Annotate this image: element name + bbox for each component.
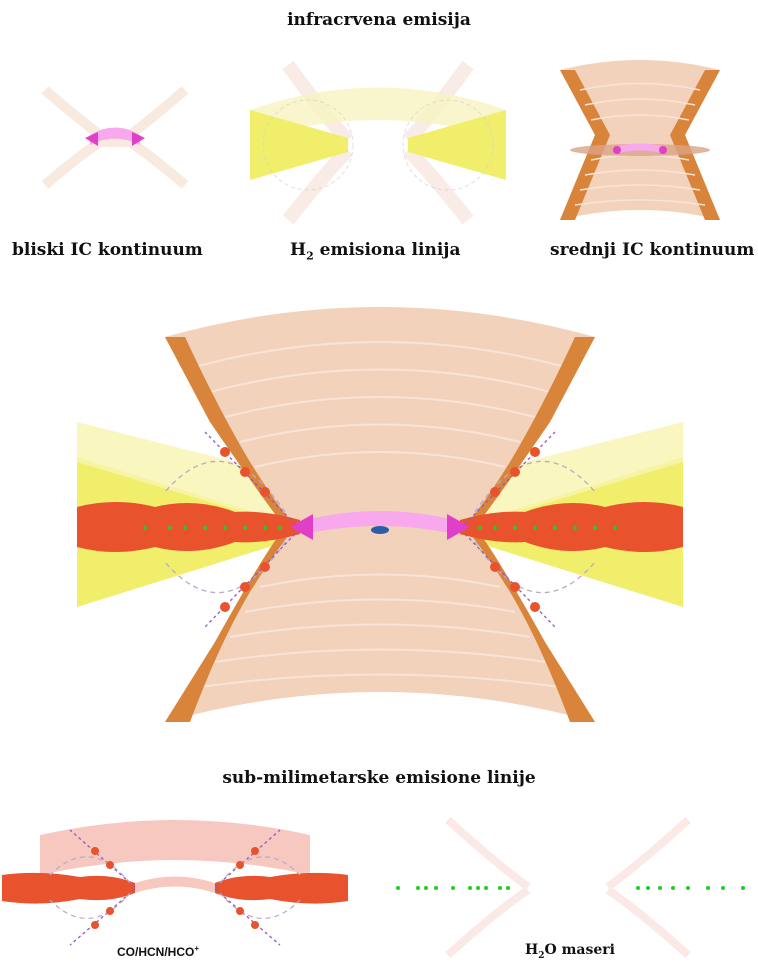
near-ir-diagram: [40, 80, 190, 200]
infrared-emission-title: infracrvena emisija: [0, 10, 758, 30]
central-agn-diagram: [75, 292, 685, 732]
near-ir-label: bliski IC kontinuum: [12, 240, 203, 260]
mid-ir-label: srednji IC kontinuum: [550, 240, 754, 260]
mid-ir-diagram: [555, 55, 725, 225]
co-diagram: [0, 815, 350, 955]
submm-title: sub-milimetarske emisione linije: [0, 768, 758, 788]
h2-diagram: [248, 60, 508, 230]
co-label: CO/HCN/HCO+: [117, 944, 199, 959]
h2o-maser-dots: [396, 886, 745, 890]
h2o-diagram: [388, 815, 758, 955]
central-core: [371, 526, 389, 534]
h2o-label: H2O maseri: [525, 942, 615, 961]
h2-label: H2 emisiona linija: [290, 240, 460, 262]
